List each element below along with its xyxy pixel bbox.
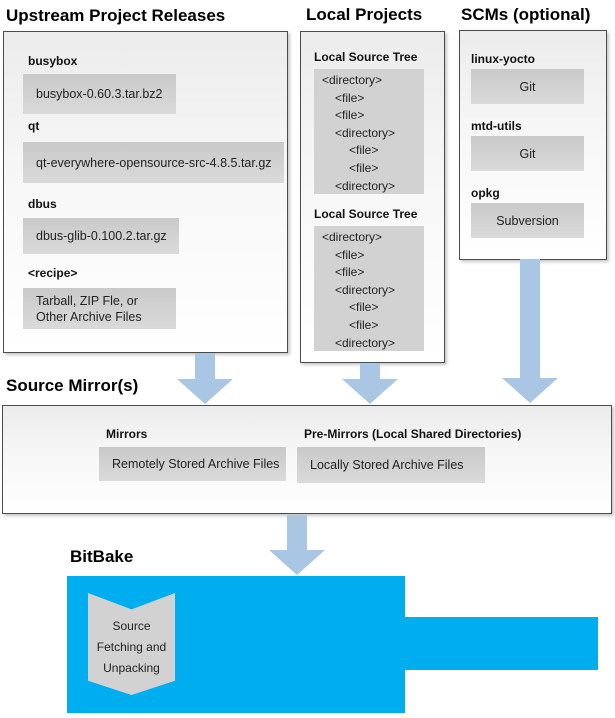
scm-project-label: opkg	[471, 186, 500, 200]
arrow-head	[342, 379, 398, 404]
arrow-shaft	[360, 363, 380, 379]
arrow-shaft	[287, 515, 307, 550]
archive-file-box: qt-everywhere-opensource-src-4.8.5.tar.g…	[23, 142, 284, 183]
scm-type-text: Git	[519, 79, 536, 94]
source-tree-box: <directory> <file> <file> <directory> <f…	[314, 69, 424, 194]
ribbon-line: Fetching and	[96, 640, 167, 654]
source-fetching-ribbon: Source Fetching and Unpacking	[88, 593, 175, 695]
tree-line: <file>	[335, 265, 365, 280]
arrow-head	[502, 378, 558, 403]
scm-type-box: Git	[471, 69, 584, 104]
recipe-name-label: <recipe>	[28, 266, 78, 280]
scms-panel: linux-yocto Git mtd-utils Git opkg Subve…	[459, 30, 607, 260]
premirrors-label: Pre-Mirrors (Local Shared Directories)	[304, 427, 522, 441]
source-mirrors-heading: Source Mirror(s)	[6, 376, 139, 395]
mirrors-text: Remotely Stored Archive Files	[112, 457, 280, 471]
local-projects-panel: Local Source Tree <directory> <file> <fi…	[300, 31, 445, 363]
tree-line: <file>	[335, 108, 365, 123]
tree-line: <directory>	[335, 282, 396, 297]
down-arrow	[269, 515, 325, 575]
recipe-name-label: qt	[28, 119, 40, 133]
source-tree-label: Local Source Tree	[314, 50, 418, 64]
archive-file-text: Tarball, ZIP Fle, or Other Archive Files	[36, 293, 142, 325]
source-mirrors-panel: Mirrors Remotely Stored Archive Files Pr…	[2, 405, 612, 514]
local-projects-heading: Local Projects	[306, 5, 423, 24]
archive-file-box: dbus-glib-0.100.2.tar.gz	[23, 218, 179, 254]
archive-file-line: Other Archive Files	[36, 309, 142, 324]
tree-line: <file>	[349, 317, 379, 332]
archive-file-text: busybox-0.60.3.tar.bz2	[36, 87, 163, 101]
bitbake-heading: BitBake	[70, 547, 134, 566]
upstream-panel: busybox busybox-0.60.3.tar.bz2 qt qt-eve…	[3, 31, 288, 353]
down-arrow	[502, 259, 558, 403]
scm-project-label: linux-yocto	[471, 52, 536, 66]
source-tree-label: Local Source Tree	[314, 207, 418, 221]
archive-file-box: busybox-0.60.3.tar.bz2	[23, 74, 176, 114]
source-tree-box: <directory> <file> <file> <directory> <f…	[314, 226, 424, 351]
scm-project-label: mtd-utils	[471, 119, 522, 133]
tree-line: <file>	[335, 90, 365, 105]
arrow-head	[177, 379, 233, 404]
recipe-name-label: busybox	[28, 54, 78, 68]
arrow-shaft	[195, 353, 215, 379]
recipe-name-label: dbus	[28, 197, 57, 211]
scm-type-text: Git	[519, 146, 536, 161]
scm-type-text: Subversion	[496, 213, 559, 228]
mirrors-label: Mirrors	[106, 427, 148, 441]
arrow-head	[269, 550, 325, 575]
down-arrow	[177, 353, 233, 404]
tree-line: <file>	[349, 143, 379, 158]
archive-file-box: Tarball, ZIP Fle, or Other Archive Files	[23, 288, 176, 329]
tree-line: <file>	[335, 247, 365, 262]
premirrors-text: Locally Stored Archive Files	[310, 458, 464, 472]
ribbon-line: Source	[112, 619, 151, 633]
scm-type-box: Subversion	[471, 203, 584, 238]
archive-file-text: dbus-glib-0.100.2.tar.gz	[36, 229, 167, 243]
tree-line: <file>	[349, 300, 379, 315]
tree-line: <directory>	[335, 335, 396, 350]
arrow-shaft	[520, 259, 540, 378]
tree-line: <directory>	[335, 125, 396, 140]
ribbon-line: Unpacking	[103, 661, 160, 675]
archive-file-line: Tarball, ZIP Fle, or	[36, 293, 138, 308]
premirrors-box: Locally Stored Archive Files	[297, 447, 485, 483]
scm-type-box: Git	[471, 136, 584, 171]
down-arrow	[342, 363, 398, 404]
tree-line: <file>	[349, 160, 379, 175]
tree-line: <directory>	[322, 230, 383, 244]
tree-line: <directory>	[335, 178, 396, 193]
scms-heading: SCMs (optional)	[461, 5, 591, 24]
archive-file-text: qt-everywhere-opensource-src-4.8.5.tar.g…	[36, 155, 272, 170]
upstream-heading: Upstream Project Releases	[6, 6, 226, 25]
tree-line: <directory>	[322, 73, 383, 87]
mirrors-box: Remotely Stored Archive Files	[99, 447, 286, 481]
bitbake-tab	[404, 617, 598, 670]
